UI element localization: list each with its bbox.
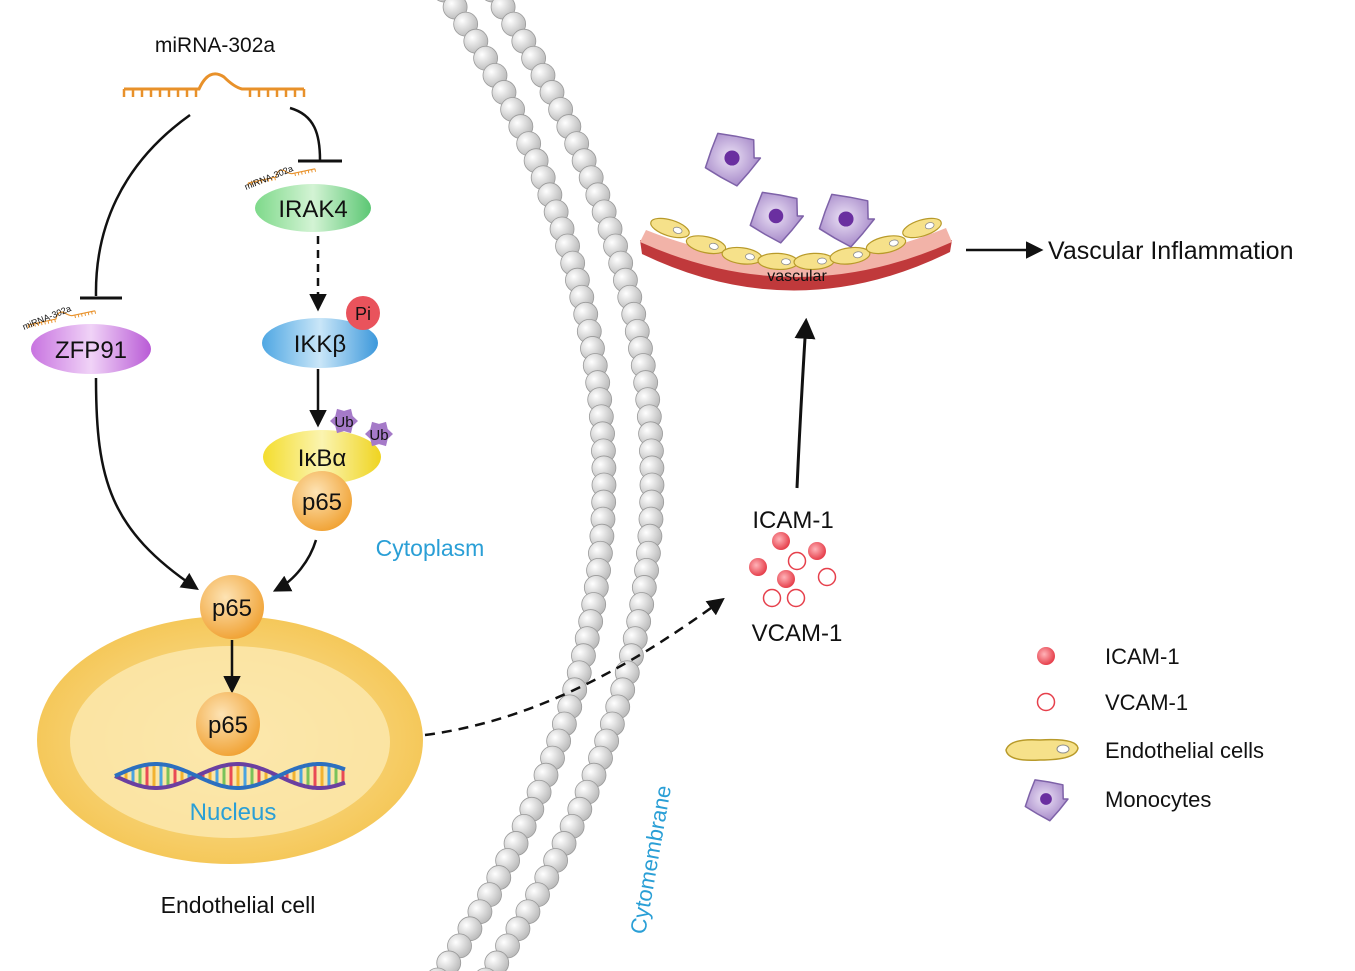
vcam1-dot	[817, 567, 837, 587]
irak4-node	[255, 184, 371, 232]
mirna-strand-icon	[122, 72, 306, 97]
ubiquitin-icon	[365, 421, 393, 447]
icam1-dot	[772, 532, 790, 550]
cytomembrane-bilayer	[429, 0, 665, 971]
p65-nuclear-node	[196, 692, 260, 756]
arrow-zfp91-to-p65	[94, 377, 199, 590]
legend-monocyte-icon	[1024, 779, 1069, 822]
lipid-head-bead	[429, 967, 447, 971]
lipid-head-bead	[484, 950, 510, 971]
zfp91-node	[31, 324, 151, 374]
mirna-bound-irak4-icon	[247, 168, 317, 187]
inhibit-line-irak4	[289, 106, 322, 161]
vcam1-label: VCAM-1	[752, 620, 843, 647]
legend-monocyte-label: Monocytes	[1105, 787, 1211, 812]
mirna-bound-zfp91-icon	[27, 310, 97, 329]
endothelial-cell-label: Endothelial cell	[161, 892, 316, 918]
vcam1-dot	[762, 588, 782, 608]
legend-vcam1-icon	[1036, 692, 1056, 712]
arrow-adhesion-to-vascular	[794, 317, 816, 489]
zfp91-label: ZFP91	[55, 337, 127, 364]
mirna-top-label: miRNA-302a	[155, 34, 276, 57]
vascular-inflammation-label: Vascular Inflammation	[1048, 237, 1293, 265]
ikkb-label: IKKβ	[294, 331, 347, 358]
irak4-label: IRAK4	[278, 196, 347, 223]
icam1-dot	[808, 542, 826, 560]
legend: ICAM-1 VCAM-1 Endothelial cells Monocyte…	[1005, 644, 1264, 822]
ikkb-node	[262, 318, 378, 368]
dna-helix-icon	[114, 762, 346, 790]
inhibit-line-zfp91	[94, 113, 191, 297]
icam1-dot	[777, 570, 795, 588]
ikba-node	[263, 430, 381, 484]
monocyte-icon	[749, 191, 805, 244]
monocyte-icon	[1024, 779, 1069, 822]
ikba-label: IκBα	[298, 445, 347, 472]
vcam1-dot	[787, 551, 807, 571]
monocyte-icon	[704, 132, 762, 187]
monocyte-icon	[818, 193, 876, 248]
legend-icam1-icon	[1037, 647, 1055, 665]
legend-endothelial-cell-icon	[1005, 738, 1079, 762]
p65-complex-node	[292, 471, 352, 531]
adhesion-molecule-cluster	[749, 532, 837, 608]
ub-label-1: Ub	[334, 414, 353, 431]
p65-complex-label: p65	[302, 489, 342, 516]
vascular-wall	[640, 217, 952, 291]
vascular-label: vascular	[767, 268, 827, 285]
phosphate-label: Pi	[355, 304, 371, 324]
p65-nuclear-label: p65	[208, 712, 248, 739]
legend-endothelial-label: Endothelial cells	[1105, 738, 1264, 763]
vcam1-dot	[786, 588, 806, 608]
phosphate-badge	[346, 296, 380, 330]
lipid-head-bead	[477, 967, 495, 971]
cytoplasm-label: Cytoplasm	[376, 535, 485, 561]
lipid-head-bead	[436, 950, 462, 971]
legend-vcam1-label: VCAM-1	[1105, 690, 1188, 715]
cytomembrane-label: Cytomembrane	[625, 783, 676, 935]
nucleus-label: Nucleus	[190, 799, 277, 826]
icam1-label: ICAM-1	[752, 507, 833, 534]
ubiquitin-icon	[330, 408, 358, 434]
icam1-dot	[749, 558, 767, 576]
endothelial-cell-row	[650, 217, 942, 271]
arrow-p65-release	[272, 539, 318, 592]
ub-label-2: Ub	[369, 427, 388, 444]
legend-icam1-label: ICAM-1	[1105, 644, 1180, 669]
p65-free-node	[200, 575, 264, 639]
p65-free-label: p65	[212, 595, 252, 622]
